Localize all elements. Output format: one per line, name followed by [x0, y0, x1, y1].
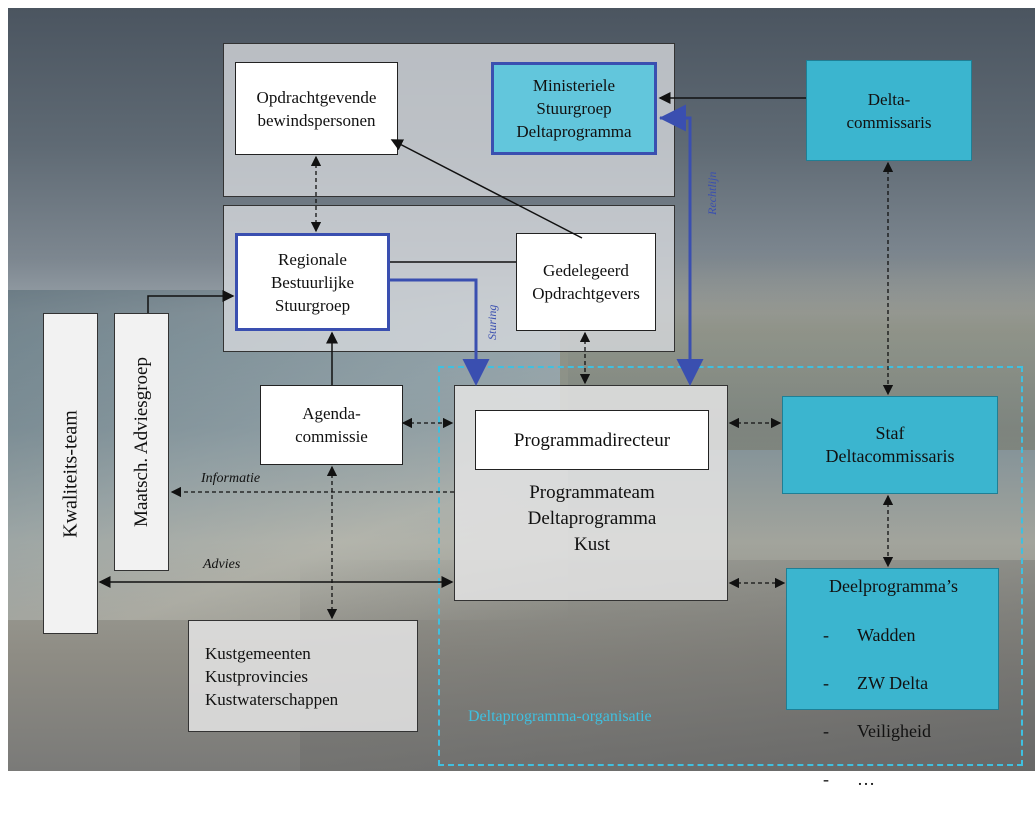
deltaprogramma-organisatie-label: Deltaprogramma-organisatie	[468, 708, 652, 725]
gedelegeerd-opdrachtgevers-box: Gedelegeerd Opdrachtgevers	[516, 233, 656, 331]
opdrachtgevende-bewindspersonen-box: Opdrachtgevende bewindspersonen	[235, 62, 398, 155]
staf-deltacommissaris-box: Staf Deltacommissaris	[782, 396, 998, 494]
kwaliteits-team-box: Kwaliteits-team	[43, 313, 98, 634]
sturing-arrow	[390, 278, 490, 386]
agenda-commissie-box: Agenda- commissie	[260, 385, 403, 465]
rechtlijn-arrow	[660, 116, 704, 386]
regionale-bestuurlijke-stuurgroep-box: Regionale Bestuurlijke Stuurgroep	[235, 233, 390, 331]
maatsch-adviesgroep-box: Maatsch. Adviesgroep	[114, 313, 169, 571]
deelprogrammas-box: Deelprogramma’s -Wadden -ZW Delta -Veili…	[786, 568, 999, 789]
deelprogrammas-list: -Wadden -ZW Delta -Veiligheid -…	[823, 599, 931, 815]
ministeriele-stuurgroep-box: Ministeriele Stuurgroep Deltaprogramma	[491, 62, 657, 155]
connector-lines	[98, 92, 894, 620]
gedelegeerd-to-opdrachtgevende	[390, 139, 583, 239]
informatie-label: Informatie	[201, 471, 261, 486]
advies-label: Advies	[203, 557, 241, 572]
list-item: -Wadden	[823, 625, 916, 645]
delta-commissaris-box: Delta- commissaris	[806, 60, 972, 161]
list-item: -Veiligheid	[823, 721, 931, 741]
list-item: -ZW Delta	[823, 673, 929, 693]
programmateam-text: Programmateam Deltaprogramma Kust	[527, 482, 657, 555]
deltaprogramma-organisatie-frame	[438, 366, 1023, 766]
programmadirecteur-box: Programmadirecteur	[475, 410, 709, 470]
deelprogrammas-title: Deelprogramma’s	[829, 576, 958, 596]
programmateam-box: Programmadirecteur Programmateam Deltapr…	[454, 385, 728, 601]
maatsch-to-regionale	[147, 290, 235, 313]
kust-partners-box: Kustgemeenten Kustprovincies Kustwatersc…	[188, 620, 418, 732]
